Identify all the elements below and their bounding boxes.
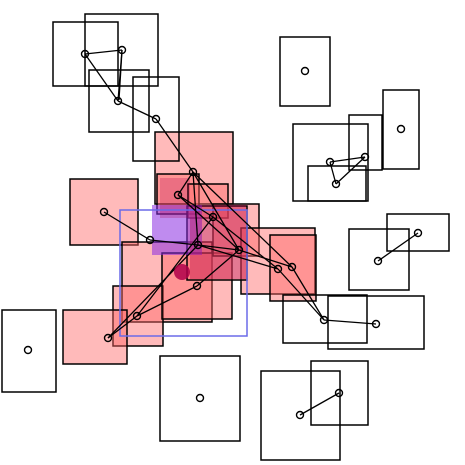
connection-line	[238, 249, 293, 268]
connection-line	[118, 49, 123, 101]
node-circle	[151, 114, 161, 124]
node-circle	[113, 96, 123, 106]
node-circle	[80, 49, 90, 59]
node-circle	[300, 66, 310, 76]
node-circle	[273, 264, 283, 274]
blue-outline-box	[119, 209, 248, 337]
connection-line	[84, 53, 119, 102]
connection-line	[177, 171, 194, 196]
connection-line	[103, 211, 151, 241]
connection-line	[329, 156, 366, 163]
outline-box	[279, 36, 331, 107]
node-circle	[371, 319, 381, 329]
marker-dot	[174, 264, 190, 280]
connection-line	[117, 100, 157, 120]
outline-box	[386, 213, 450, 252]
connection-line	[299, 392, 340, 416]
node-circle	[413, 228, 423, 238]
outline-box	[260, 370, 341, 461]
node-circle	[99, 207, 109, 217]
outline-box	[348, 228, 410, 291]
node-circle	[234, 245, 244, 255]
connection-line	[192, 171, 199, 246]
node-circle	[23, 345, 33, 355]
node-circle	[173, 190, 183, 200]
outline-box	[159, 355, 241, 442]
connection-line	[212, 216, 279, 270]
node-circle	[360, 152, 370, 162]
connection-line	[107, 244, 199, 339]
node-circle	[287, 262, 297, 272]
outline-box	[310, 360, 369, 426]
connection-line	[136, 285, 198, 317]
node-circle	[334, 388, 344, 398]
node-circle	[373, 256, 383, 266]
connection-line	[136, 216, 214, 317]
node-circle	[396, 124, 406, 134]
outline-box	[327, 295, 425, 350]
outline-box	[1, 309, 57, 393]
purple-overlay-box	[152, 205, 202, 255]
connection-line	[291, 266, 325, 321]
node-circle	[192, 281, 202, 291]
node-circle	[325, 157, 335, 167]
connection-line	[192, 171, 293, 268]
connection-line	[377, 232, 419, 262]
node-circle	[208, 212, 218, 222]
outline-box	[88, 69, 150, 133]
connection-line	[177, 194, 240, 251]
connection-line	[177, 194, 214, 218]
node-circle	[188, 167, 198, 177]
connection-line	[192, 171, 240, 251]
node-circle	[132, 311, 142, 321]
node-circle	[193, 240, 203, 250]
node-circle	[295, 410, 305, 420]
outline-box	[307, 165, 367, 202]
node-circle	[117, 45, 127, 55]
node-circle	[331, 179, 341, 189]
node-circle	[103, 333, 113, 343]
connection-line	[149, 239, 199, 246]
connection-line	[196, 249, 240, 287]
highlight-box	[62, 309, 128, 365]
node-circle	[319, 315, 329, 325]
node-circle	[145, 235, 155, 245]
connection-line	[155, 118, 194, 173]
outline-box	[282, 294, 368, 344]
node-circle	[195, 393, 205, 403]
connection-line	[335, 156, 366, 185]
connection-line	[197, 244, 240, 251]
connection-line	[277, 268, 325, 321]
outline-box	[132, 76, 180, 162]
connection-line	[197, 244, 279, 270]
highlight-box	[240, 227, 316, 295]
connection-line	[107, 315, 138, 339]
outline-box	[382, 89, 420, 170]
connection-line	[323, 319, 377, 325]
connection-line	[84, 49, 123, 55]
